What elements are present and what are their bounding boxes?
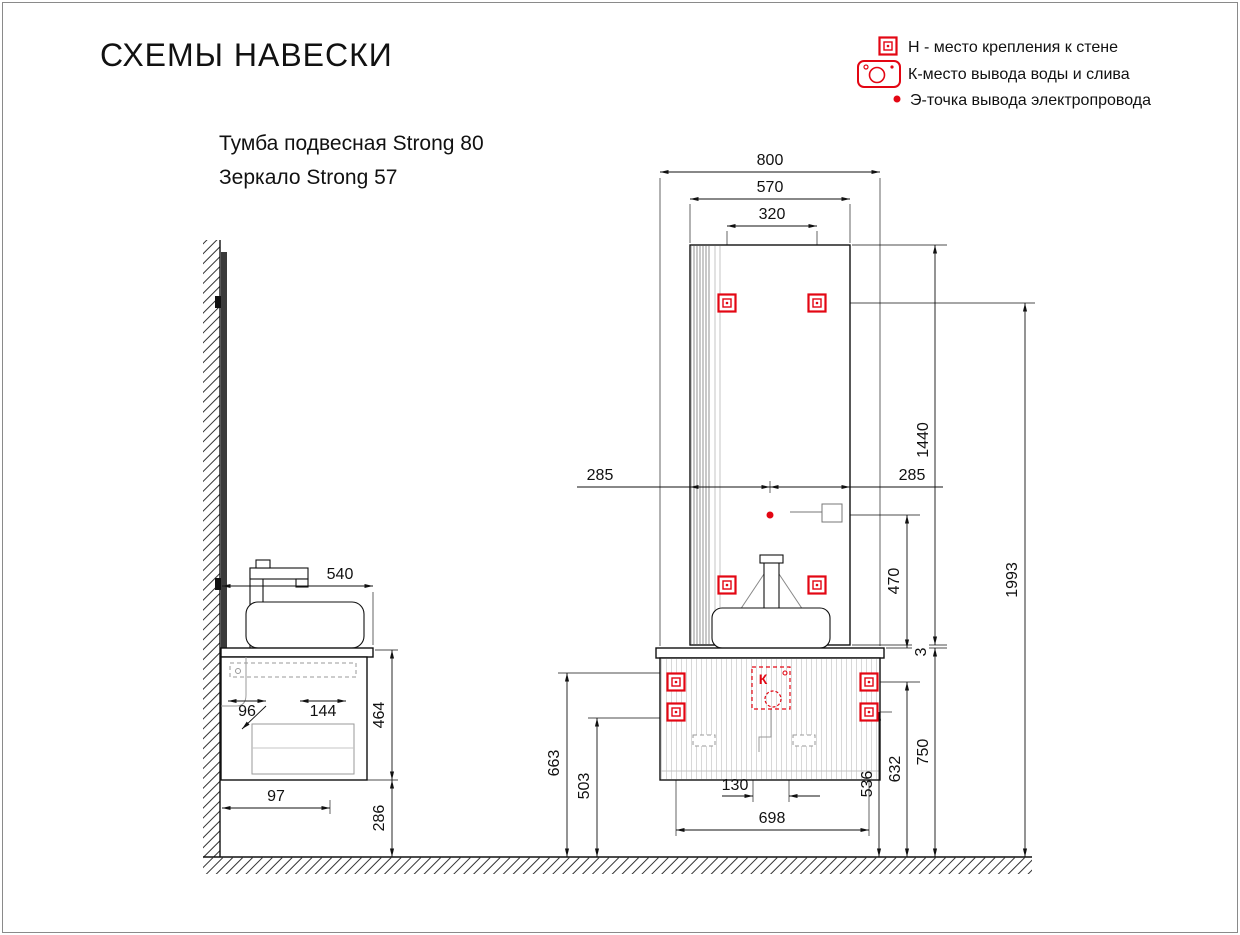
side-view — [215, 252, 374, 781]
dim-cabinet-top-height: 750 — [915, 739, 932, 766]
legend-water-drain-label: К-место вывода воды и слива — [908, 66, 1130, 83]
wall-mount-marker — [666, 672, 686, 692]
product-line-2: Зеркало Strong 57 — [219, 166, 397, 189]
countertop-front — [655, 647, 885, 659]
dimension-labels: 540 96 144 97 464 286 800 570 320 285 28… — [238, 152, 1021, 831]
dim-upper-mount-height: 632 — [887, 756, 904, 783]
dim-floor-clearance: 286 — [371, 805, 388, 832]
dim-cabinet-mount-span: 698 — [759, 810, 786, 827]
dim-lower-mount-height: 536 — [859, 771, 876, 798]
wall-mount-legend-icon — [878, 36, 898, 56]
floor-hatch — [203, 857, 1032, 874]
dim-mirror-height: 1440 — [915, 422, 932, 458]
water-drain-zone: К — [751, 666, 791, 710]
mirror-stripe-band — [691, 246, 711, 644]
wall-mount-marker — [859, 702, 879, 722]
wall-mount-marker — [807, 293, 827, 313]
cabinet-side-internals — [221, 657, 357, 775]
mirror-clip-bottom — [215, 578, 221, 590]
mirror-clip-top — [215, 296, 221, 308]
dim-mirror-mount-span: 320 — [759, 206, 786, 223]
electric-point-icon — [766, 511, 774, 519]
dim-total-width: 800 — [757, 152, 784, 169]
dim-cabinet-height-side: 464 — [371, 702, 388, 729]
wall-mount-marker — [666, 702, 686, 722]
legend-wall-mount-label: Н - место крепления к стене — [908, 39, 1118, 56]
dimension-lines — [222, 169, 1028, 857]
cabinet-front-internals — [661, 709, 879, 772]
legend-electric-label: Э-точка вывода электропровода — [910, 92, 1151, 109]
wall-mount-marker — [717, 575, 737, 595]
dim-front-offset: 97 — [267, 788, 285, 805]
countertop-side — [220, 647, 374, 658]
mirror-side-profile — [221, 252, 227, 648]
dim-wall-offset-2: 144 — [310, 703, 337, 720]
dim-drain-span: 130 — [722, 777, 749, 794]
dim-center-offset-right: 285 — [899, 467, 926, 484]
dim-drain-height: 503 — [576, 773, 593, 800]
dim-water-outlet-height: 663 — [546, 750, 563, 777]
wall-mount-marker — [717, 293, 737, 313]
product-line-1: Тумба подвесная Strong 80 — [219, 132, 484, 155]
electric-legend-icon — [893, 95, 901, 103]
front-view — [655, 244, 885, 781]
dim-wall-offset-1: 96 — [238, 703, 256, 720]
sink-front — [711, 607, 831, 649]
dim-mirror-width: 570 — [757, 179, 784, 196]
dim-center-offset-left: 285 — [587, 467, 614, 484]
water-drain-legend-icon — [857, 60, 901, 88]
label-backplate — [912, 642, 929, 661]
cabinet-texture — [661, 659, 879, 779]
cabinet-side — [220, 656, 368, 781]
legend: Н - место крепления к стене К-место выво… — [857, 36, 1151, 109]
wall-hatch — [203, 240, 220, 857]
wall-mount-marker — [859, 672, 879, 692]
dim-depth: 540 — [327, 566, 354, 583]
dim-electric-above-cabinet: 470 — [886, 568, 903, 595]
sink-side — [245, 601, 365, 649]
wall-and-floor — [203, 240, 1032, 874]
dim-top-mount-height: 1993 — [1004, 562, 1021, 598]
wall-mount-marker — [807, 575, 827, 595]
dim-mirror-cabinet-gap: 3 — [913, 647, 930, 656]
mirror-shelf — [790, 503, 843, 523]
page-title: СХЕМЫ НАВЕСКИ — [100, 37, 393, 73]
k-zone-label: К — [759, 671, 768, 687]
